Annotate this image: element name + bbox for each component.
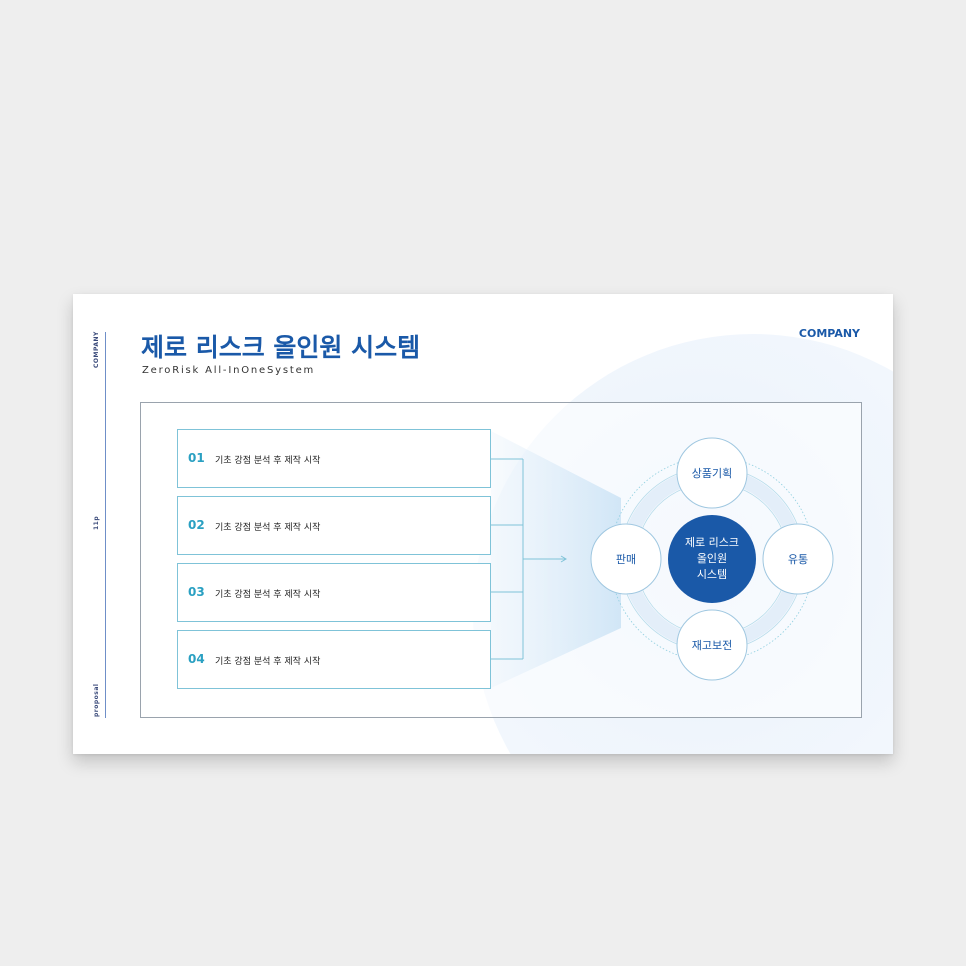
node-bottom — [676, 609, 748, 681]
page-title: 제로 리스크 올인원 시스템 — [141, 333, 421, 362]
step-number: 01 — [188, 451, 205, 465]
node-label-right: 유통 — [787, 553, 809, 566]
center-label: 제로 리스크 올인원 시스템 — [667, 535, 757, 583]
side-label-proposal: proposal — [93, 683, 100, 717]
step-number: 02 — [188, 518, 205, 532]
content-frame: 01 기초 강점 분석 후 제작 시작 02 기초 강점 분석 후 제작 시작 … — [140, 402, 862, 718]
flow-diagram — [491, 431, 834, 688]
step-item-01: 01 기초 강점 분석 후 제작 시작 — [177, 429, 491, 488]
node-label-top: 상품기획 — [691, 467, 733, 480]
arrow-head-icon — [560, 555, 567, 563]
node-label-left: 판매 — [615, 553, 637, 566]
step-text: 기초 강점 분석 후 제작 시작 — [215, 657, 321, 667]
node-right — [762, 523, 834, 595]
slide: COMPANY 11p proposal COMPANY 제로 리스크 올인원 … — [73, 294, 893, 754]
step-number: 03 — [188, 585, 205, 599]
side-rule — [105, 332, 106, 718]
step-text: 기초 강점 분석 후 제작 시작 — [215, 523, 321, 533]
node-top — [676, 437, 748, 509]
step-number: 04 — [188, 652, 205, 666]
step-item-04: 04 기초 강점 분석 후 제작 시작 — [177, 630, 491, 689]
center-label-line: 시스템 — [696, 568, 728, 581]
step-text: 기초 강점 분석 후 제작 시작 — [215, 590, 321, 600]
node-label-bottom: 재고보전 — [691, 639, 733, 652]
center-label-line: 제로 리스크 — [684, 536, 740, 549]
company-logo-text: COMPANY — [798, 327, 860, 340]
center-label-line: 올인원 — [696, 552, 728, 565]
page-subtitle: ZeroRisk All-InOneSystem — [142, 365, 316, 376]
node-left — [590, 523, 662, 595]
center-node — [668, 515, 756, 603]
step-item-02: 02 기초 강점 분석 후 제작 시작 — [177, 496, 491, 555]
step-item-03: 03 기초 강점 분석 후 제작 시작 — [177, 563, 491, 622]
side-label-company: COMPANY — [93, 331, 100, 368]
side-label-page: 11p — [93, 515, 100, 530]
step-text: 기초 강점 분석 후 제작 시작 — [215, 456, 321, 466]
